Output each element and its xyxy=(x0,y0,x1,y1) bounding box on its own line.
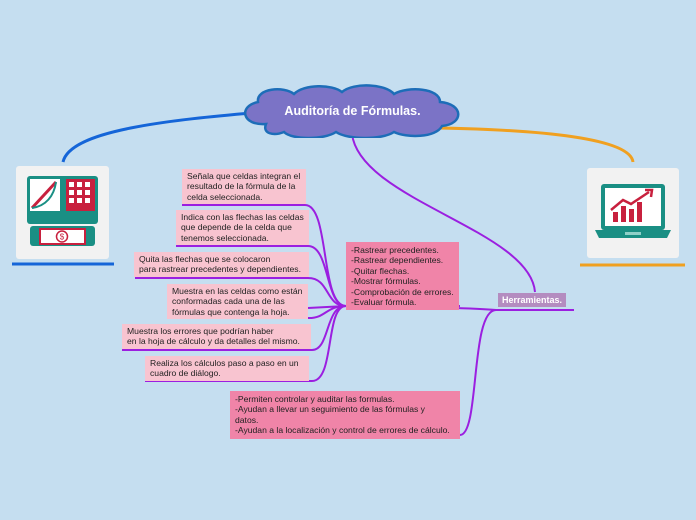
growth-chart-monitor-icon xyxy=(587,168,679,258)
tools-to-purpose-line xyxy=(230,309,497,436)
tools-list: -Rastrear precedentes. -Rastrear dependi… xyxy=(346,242,459,311)
tools-label: Herramientas. xyxy=(498,293,567,307)
svg-text:$: $ xyxy=(60,233,65,242)
description-quitar-flechas: Quita las flechas que se colocaron para … xyxy=(134,252,309,277)
right-branch-line xyxy=(439,126,635,163)
description-rastrear-dependientes: Indica con las flechas las celdas que de… xyxy=(176,210,309,246)
description-comprobacion-errores: Muestra los errores que podrían haber en… xyxy=(122,324,311,349)
description-mostrar-formulas: Muestra en las celdas como están conform… xyxy=(167,284,308,320)
description-evaluar-formula: Realiza los cálculos paso a paso en un c… xyxy=(145,356,309,381)
description-rastrear-precedentes: Señala que celdas integran el resultado … xyxy=(182,169,306,205)
title-to-tools-line xyxy=(351,133,536,293)
purpose-box: -Permiten controlar y auditar las formul… xyxy=(230,391,460,439)
finance-spreadsheet-icon: $ xyxy=(16,166,109,259)
left-branch-line xyxy=(61,110,263,163)
central-title: Auditoría de Fórmulas. xyxy=(284,104,421,118)
title-cloud xyxy=(243,84,460,138)
